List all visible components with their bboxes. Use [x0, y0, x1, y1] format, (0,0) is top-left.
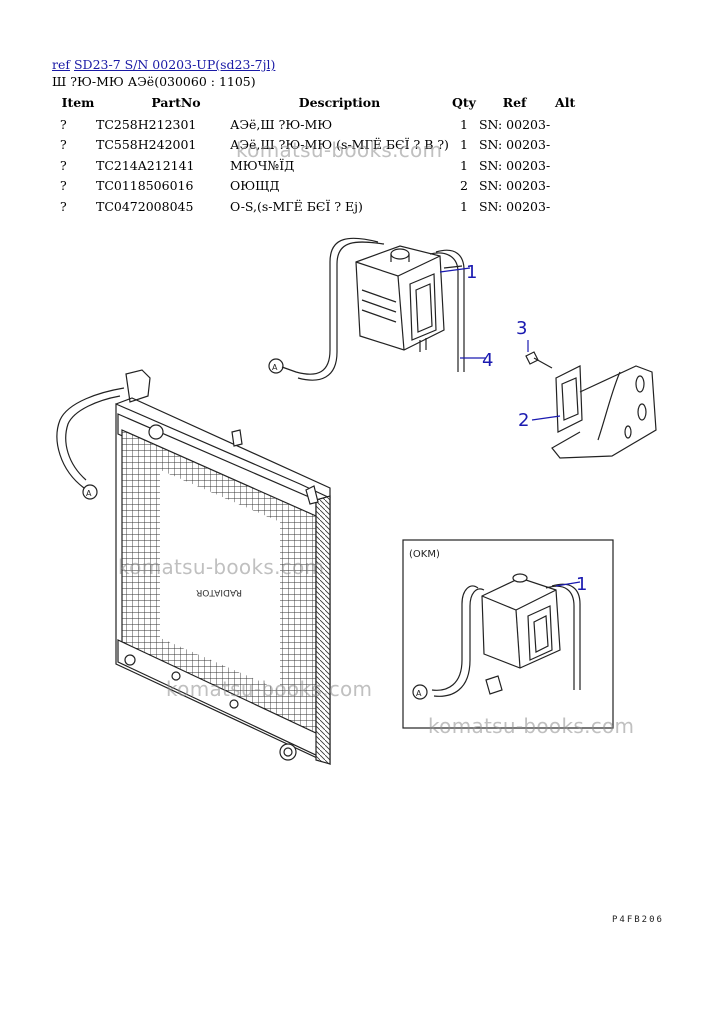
cell-description: МЮЧ№ЇД [230, 157, 295, 173]
model-link[interactable]: SD23-7 S/N 00203-UP(sd23-7jl) [73, 57, 276, 72]
inset-label: (OKM) [409, 549, 440, 560]
cell-partno: TC258H212301 [96, 116, 197, 132]
table-row: ? TC0472008045 O-S,(s-МГЁ БЄЇ ? Ej) 1 SN… [52, 196, 580, 217]
callout-3: 3 [516, 318, 527, 339]
cell-qty: 2 [459, 178, 468, 194]
cell-item: ? [60, 198, 67, 214]
column-header-item: Item [61, 94, 95, 110]
table-row: ? TC214A212141 МЮЧ№ЇД 1 SN: 00203- [52, 155, 580, 176]
connector-a-marker-top [268, 358, 284, 374]
bracket-assembly [525, 351, 657, 459]
cell-partno: TC214A212141 [96, 157, 195, 173]
connector-a-label-top: A [272, 363, 278, 372]
table-row: ? TC258H212301 АЭё,Ш ?Ю-МЮ 1 SN: 00203- [52, 114, 580, 135]
watermark: komatsu-books.com [118, 555, 325, 579]
radiator [56, 369, 331, 765]
callout-2: 2 [518, 410, 529, 431]
cell-ref: SN: 00203- [478, 157, 551, 173]
parts-table: Item PartNo Description Qty Ref Alt ? TC… [52, 92, 580, 217]
cell-item: ? [60, 116, 67, 132]
column-header-ref: Ref [502, 94, 527, 110]
cell-item: ? [60, 178, 67, 194]
cell-qty: 1 [459, 137, 468, 153]
column-header-description: Description [298, 94, 381, 110]
cell-ref: SN: 00203- [478, 116, 551, 132]
breadcrumb: ref SD23-7 S/N 00203-UP(sd23-7jl) [52, 56, 275, 73]
reserve-tank-assembly [268, 237, 465, 381]
table-row: ? TC0118506016 ОЮЩД 2 SN: 00203- [52, 176, 580, 197]
watermark: komatsu-books.com [166, 677, 373, 701]
column-header-qty: Qty [451, 94, 476, 110]
cell-description: АЭё,Ш ?Ю-МЮ [230, 116, 333, 132]
callout-1: 1 [466, 262, 477, 283]
cell-qty: 1 [459, 116, 468, 132]
cell-item: ? [60, 137, 67, 153]
cell-ref: SN: 00203- [478, 178, 551, 194]
cell-ref: SN: 00203- [478, 198, 551, 214]
cell-partno: TC0118506016 [96, 178, 194, 194]
callout-1-inset: 1 [576, 574, 587, 595]
cell-qty: 1 [459, 157, 468, 173]
connector-a-label-inset: A [416, 689, 422, 698]
cell-item: ? [60, 157, 67, 173]
inset-detail: (OKM) [402, 539, 614, 729]
cell-partno: TC558H242001 [96, 137, 197, 153]
column-header-partno: PartNo [151, 94, 201, 110]
cell-ref: SN: 00203- [478, 137, 551, 153]
drawing-code: P4FB206 [612, 915, 664, 925]
cell-description: ОЮЩД [230, 178, 280, 194]
cell-description: O-S,(s-МГЁ БЄЇ ? Ej) [230, 198, 363, 214]
cell-qty: 1 [459, 198, 468, 214]
page-subtitle: Ш ?Ю-МЮ АЭё(030060 : 1105) [52, 74, 256, 89]
cell-partno: TC0472008045 [96, 198, 194, 214]
callout-leaders [439, 267, 581, 587]
ref-link[interactable]: ref [52, 57, 70, 72]
table-header-row: Item PartNo Description Qty Ref Alt [52, 92, 580, 114]
callout-4: 4 [482, 350, 493, 371]
connector-a-marker-left [82, 484, 98, 500]
cell-description: АЭё,Ш ?Ю-МЮ (s-МГЁ БЄЇ ? В ?) [230, 137, 449, 153]
column-header-alt: Alt [555, 94, 576, 110]
watermark: komatsu-books.com [428, 714, 635, 738]
connector-a-label-left: A [86, 489, 92, 498]
radiator-label: RADIATOR [196, 587, 242, 597]
table-row: ? TC558H242001 АЭё,Ш ?Ю-МЮ (s-МГЁ БЄЇ ? … [52, 135, 580, 156]
watermark: komatsu-books.com [236, 138, 443, 162]
